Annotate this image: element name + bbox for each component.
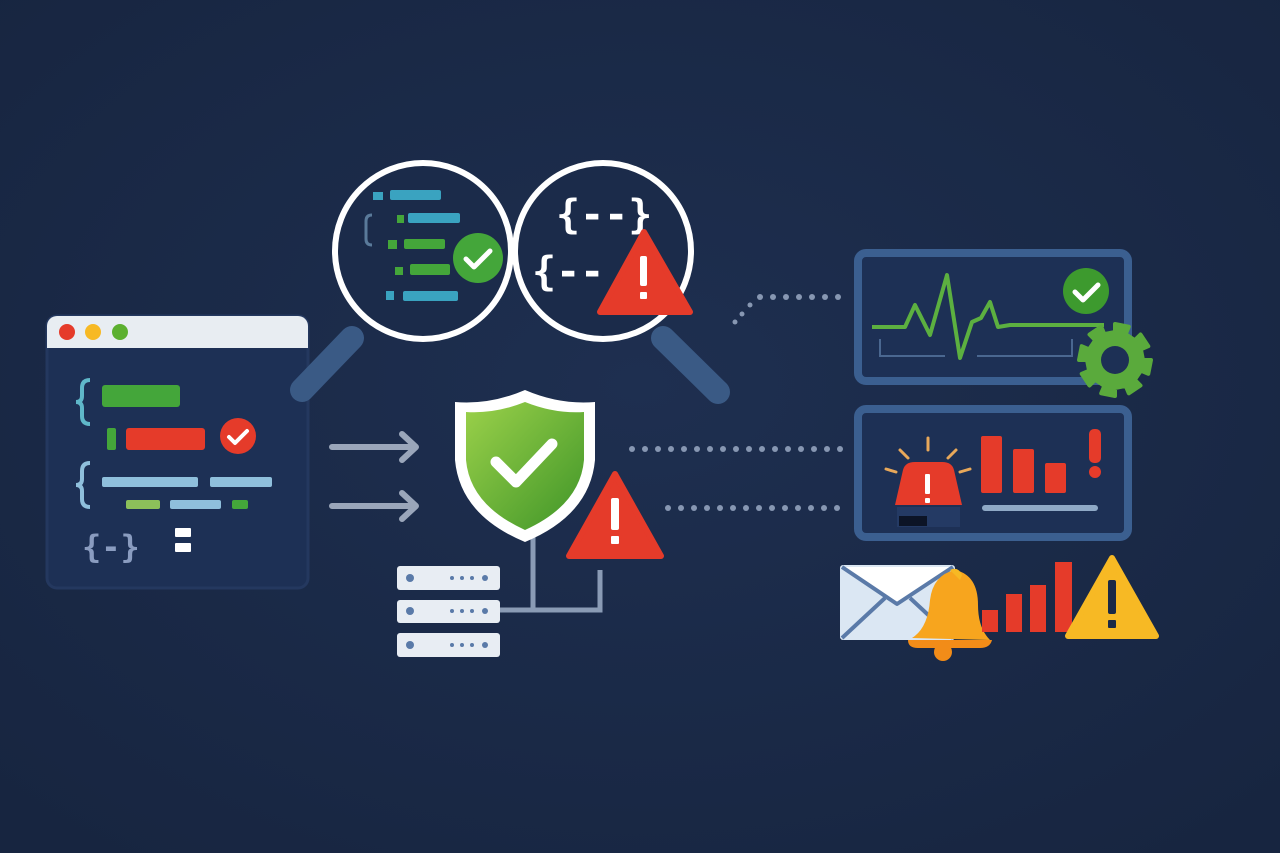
- maximize-dot-icon[interactable]: [112, 324, 128, 340]
- dot: [835, 294, 841, 300]
- code-line: [210, 477, 272, 487]
- window-titlebar: [47, 316, 308, 348]
- dot: [730, 505, 736, 511]
- dot: [798, 446, 804, 452]
- connector-lines: [500, 530, 603, 613]
- code-line: [175, 543, 191, 552]
- brace-icon: [75, 378, 91, 426]
- dot: [782, 505, 788, 511]
- dot: [720, 446, 726, 452]
- dot: [665, 505, 671, 511]
- dot: [809, 294, 815, 300]
- check-circle-icon: [1063, 268, 1109, 314]
- monitor-panel-alerts: [854, 405, 1132, 541]
- code-line: [232, 500, 248, 509]
- check-circle-icon: [453, 233, 503, 283]
- dot: [746, 446, 752, 452]
- dotted-connectors: [629, 294, 843, 511]
- dot: [739, 311, 745, 317]
- magnifier-handle: [651, 326, 730, 404]
- dot: [783, 294, 789, 300]
- dot: [707, 446, 713, 452]
- dot: [629, 446, 635, 452]
- dot: [772, 446, 778, 452]
- dot: [769, 505, 775, 511]
- heartbeat-icon: [872, 273, 1104, 360]
- dot: [704, 505, 710, 511]
- warning-triangle-icon: [1065, 555, 1159, 639]
- warning-triangle-icon: [597, 229, 693, 315]
- dot: [678, 505, 684, 511]
- dot: [668, 446, 674, 452]
- dot: [655, 446, 661, 452]
- gear-icon[interactable]: [1077, 322, 1153, 398]
- magnifier-left: [290, 160, 514, 402]
- dot: [691, 505, 697, 511]
- code-line: [102, 385, 180, 407]
- bar-chart-icon: [981, 436, 1066, 493]
- bell-icon: [908, 568, 992, 661]
- dot: [732, 319, 738, 325]
- arrow-right-icon: [329, 431, 419, 463]
- dot: [824, 446, 830, 452]
- exclamation-icon: [1089, 429, 1101, 478]
- arrow-right-icon: [329, 490, 419, 522]
- code-snippet: {-}: [82, 528, 140, 566]
- dot: [759, 446, 765, 452]
- magnifier-right: {--} {--: [512, 160, 730, 404]
- dot: [681, 446, 687, 452]
- code-line: [107, 428, 116, 450]
- dot: [796, 294, 802, 300]
- code-line-error: [126, 428, 205, 450]
- dot: [747, 302, 753, 308]
- dot: [770, 294, 776, 300]
- progress-line: [982, 505, 1098, 511]
- server-unit: [397, 633, 500, 657]
- dot: [822, 294, 828, 300]
- dot: [743, 505, 749, 511]
- magnifier-handle: [290, 326, 364, 402]
- brace-icon: [75, 461, 91, 509]
- siren-icon: [884, 436, 972, 527]
- dot: [785, 446, 791, 452]
- monitor-panel-health: [854, 249, 1153, 398]
- shield-check-icon: [455, 390, 595, 542]
- minimize-dot-icon[interactable]: [85, 324, 101, 340]
- code-line: [175, 528, 191, 537]
- server-unit: [397, 566, 500, 590]
- warning-triangle-icon: [566, 471, 664, 559]
- code-line: [170, 500, 221, 509]
- dot: [733, 446, 739, 452]
- dot: [837, 446, 843, 452]
- dot: [834, 505, 840, 511]
- code-line: [126, 500, 160, 509]
- close-dot-icon[interactable]: [59, 324, 75, 340]
- dot: [642, 446, 648, 452]
- code-snippet: {--: [532, 249, 604, 295]
- server-unit: [397, 600, 500, 623]
- dot: [717, 505, 723, 511]
- bar-chart-icon: [982, 562, 1072, 632]
- code-snippet: {--}: [556, 192, 652, 238]
- server-stack-icon: [397, 566, 500, 657]
- dot: [756, 505, 762, 511]
- dot: [821, 505, 827, 511]
- check-circle-icon: [220, 418, 256, 454]
- dot: [808, 505, 814, 511]
- dot: [811, 446, 817, 452]
- code-window: {-}: [45, 314, 310, 590]
- dot: [694, 446, 700, 452]
- dot: [757, 294, 763, 300]
- code-line: [102, 477, 198, 487]
- dot: [795, 505, 801, 511]
- magnifier-icon: [332, 160, 514, 342]
